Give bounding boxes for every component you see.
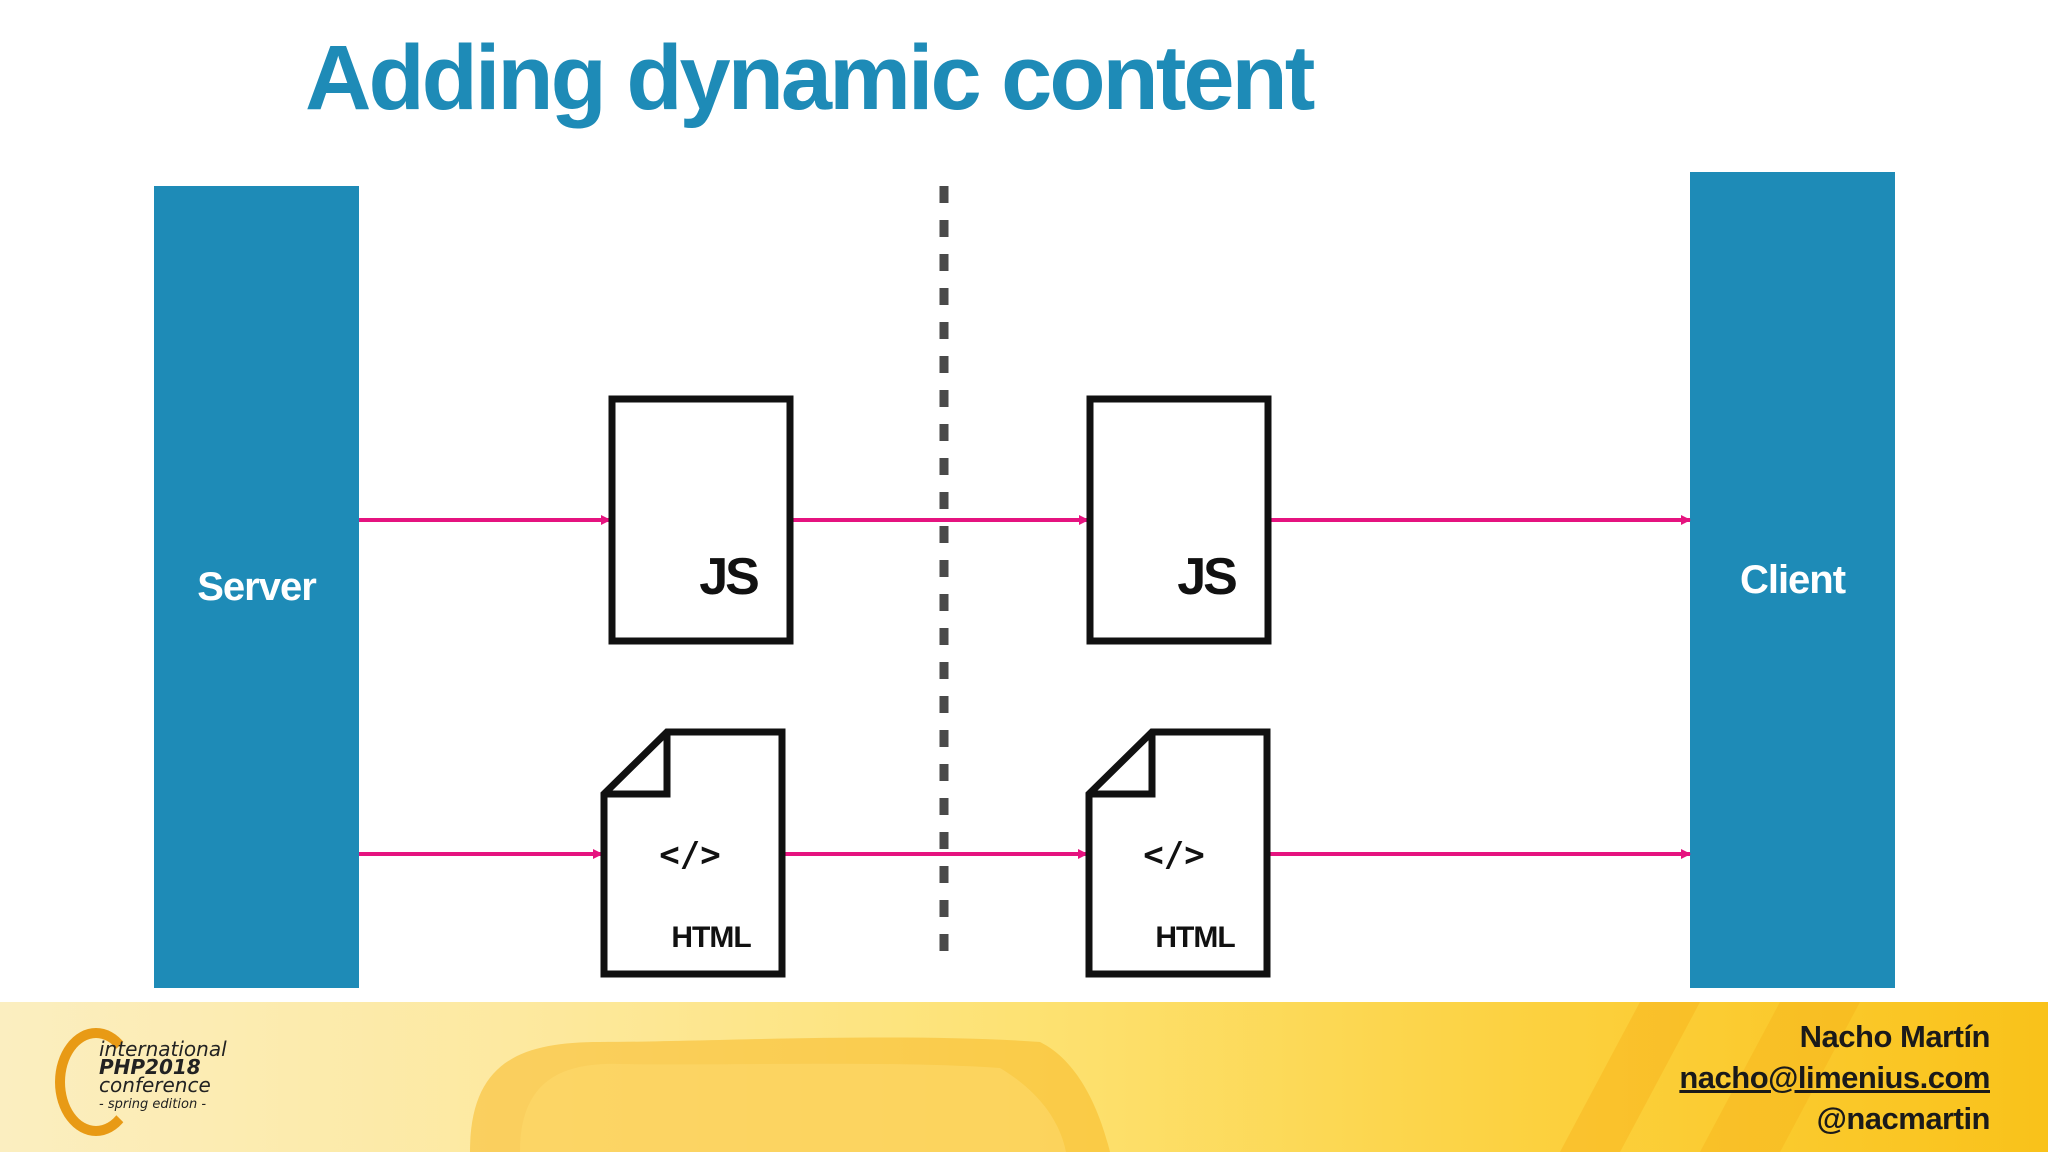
server-label: Server — [197, 564, 317, 609]
html-file-label: HTML — [1155, 921, 1235, 954]
html-file-icon-client-side: </> HTML — [1085, 728, 1271, 978]
speaker-contact: Nacho Martín nacho@limenius.com @nacmart… — [1679, 1016, 1990, 1139]
logo-line-2: PHP2018 — [99, 1055, 201, 1079]
js-file-label: JS — [1177, 548, 1236, 606]
flow-diagram: JS JS </> HTML </> HTML — [359, 186, 1691, 978]
footer-banner: international PHP2018 conference - sprin… — [0, 1002, 2048, 1152]
decorative-swoosh — [470, 1002, 1860, 1152]
logo-ring-shape — [55, 1028, 137, 1136]
conference-logo: international PHP2018 conference - sprin… — [55, 1020, 255, 1136]
html-file-code-symbol: </> — [659, 835, 720, 875]
logo-line-1: international — [99, 1037, 227, 1061]
html-file-icon-server-side: </> HTML — [600, 728, 786, 978]
speaker-name: Nacho Martín — [1799, 1019, 1991, 1054]
html-file-label: HTML — [671, 921, 751, 954]
slide-title: Adding dynamic content — [305, 27, 1315, 129]
server-pillar: Server — [154, 186, 359, 988]
speaker-handle: @nacmartin — [1816, 1101, 1991, 1136]
js-file-icon-server-side: JS — [608, 395, 794, 645]
logo-line-3: conference — [99, 1073, 211, 1097]
js-file-icon-client-side: JS — [1086, 395, 1272, 645]
html-file-code-symbol: </> — [1143, 835, 1204, 875]
speaker-email-link[interactable]: nacho@limenius.com — [1679, 1060, 1990, 1095]
client-pillar: Client — [1690, 172, 1895, 988]
js-file-label: JS — [699, 548, 758, 606]
client-label: Client — [1739, 557, 1846, 602]
logo-line-4: - spring edition - — [99, 1097, 207, 1112]
